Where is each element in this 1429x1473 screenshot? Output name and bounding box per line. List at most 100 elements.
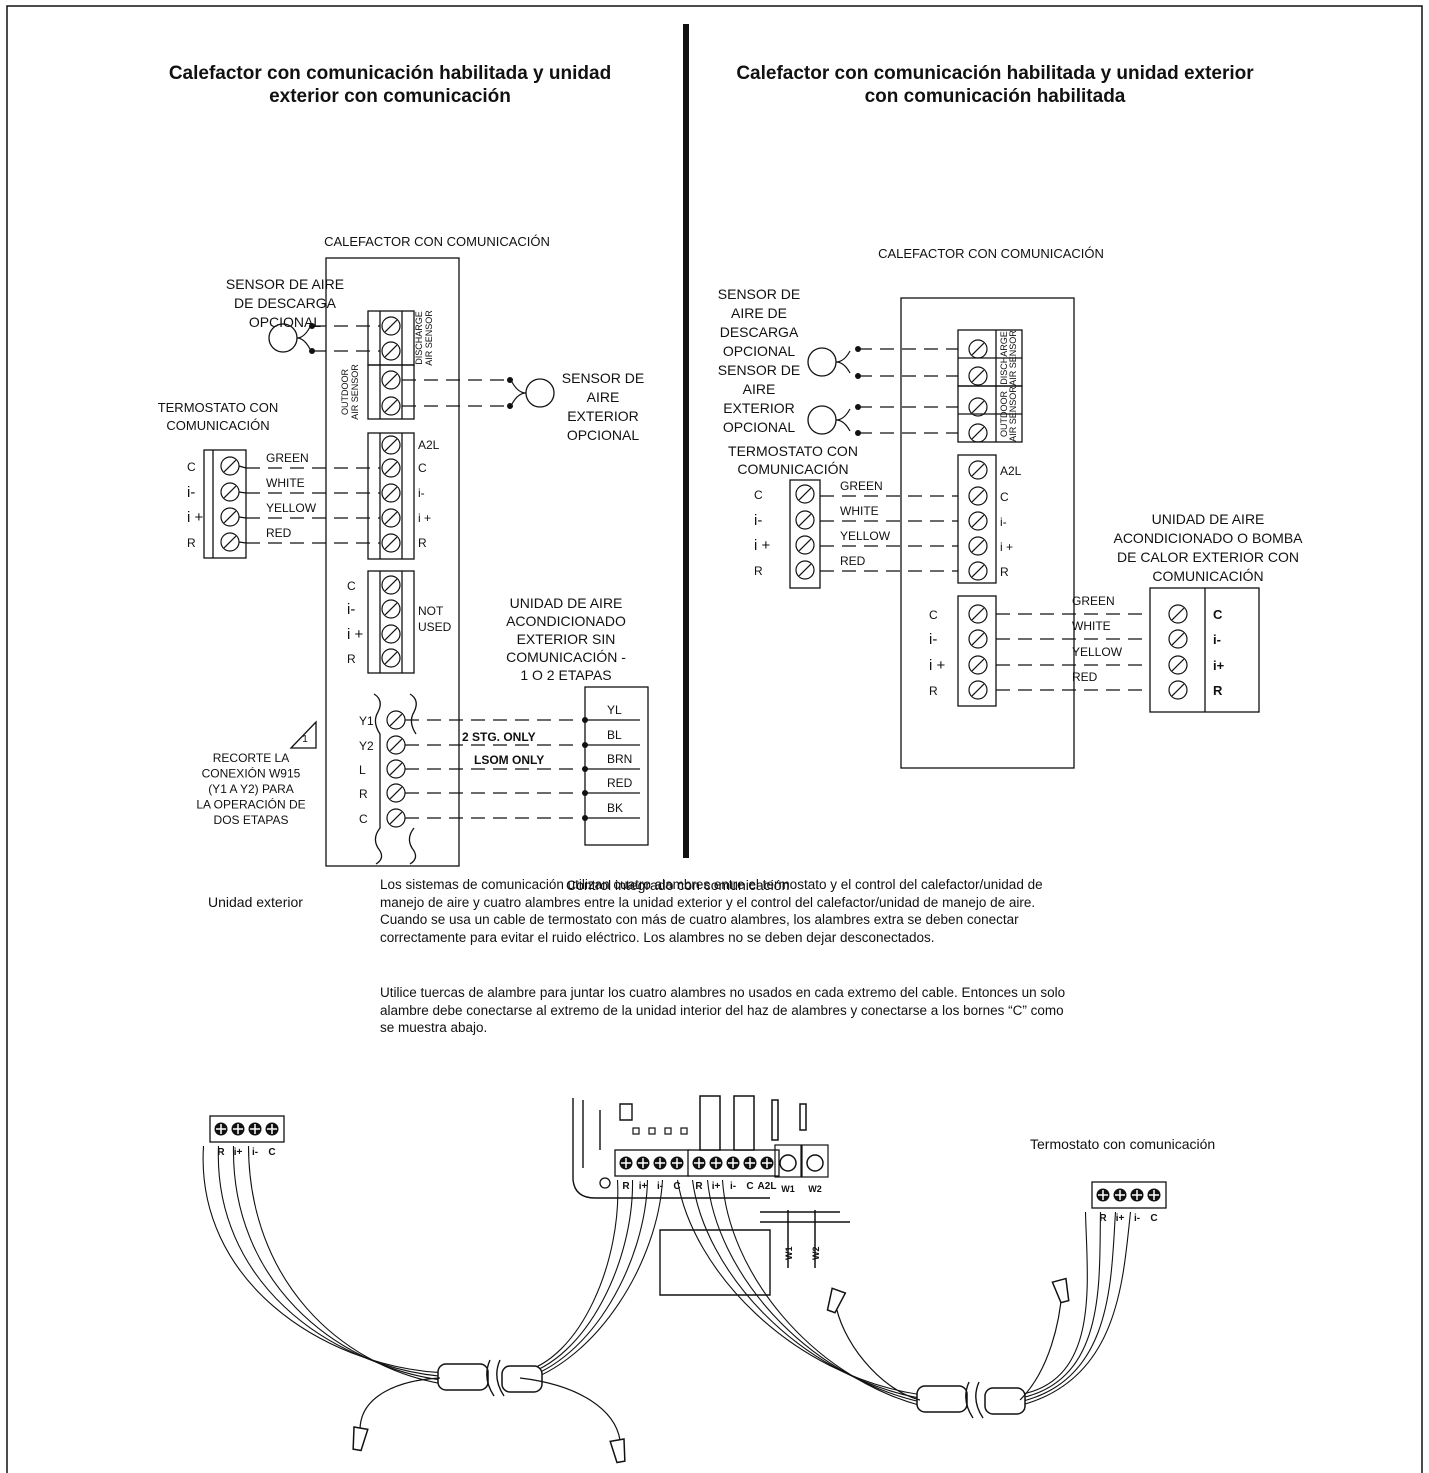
warning-number: 1 [302, 734, 308, 745]
discharge-block-label: DISCHARGE [414, 311, 424, 365]
control-plug1-label: i+ [639, 1181, 648, 1192]
control-plug2-label: R [695, 1181, 703, 1192]
right-thermostat-label: TERMOSTATO CON [728, 443, 858, 459]
left-outdoor-unit-label: ACONDICIONADO [506, 613, 626, 629]
left-jumper-note: CONEXIÓN W915 [202, 766, 301, 781]
terminal-screw [381, 533, 401, 553]
thermostat-harness-wire [1019, 1211, 1117, 1403]
terminal-screw [381, 370, 401, 390]
w-terminal-housing [774, 1144, 802, 1178]
terminal-screw [381, 316, 401, 336]
terminal-screw [968, 397, 988, 417]
control-plug2-label: A2L [758, 1181, 777, 1192]
terminal-screw-slot [1171, 632, 1185, 646]
terminal-screw-slot [971, 514, 985, 528]
terminal-screw-slot [1171, 683, 1185, 697]
control-board-outline [572, 1098, 850, 1296]
right-discharge-sensor-label: OPCIONAL [723, 343, 796, 359]
left-discharge-sensor-label: OPCIONAL [249, 314, 322, 330]
control-plug2-label: i- [730, 1181, 736, 1192]
left-low-terminal-label: L [359, 763, 366, 777]
sensor-lead [835, 350, 851, 432]
left-outdoor-unit-label: 1 O 2 ETAPAS [520, 667, 611, 683]
terminal-screw [1168, 680, 1188, 700]
terminal-screw [381, 575, 401, 595]
thermostat-plug-label: C [1150, 1213, 1157, 1224]
right-diagram-title: Calefactor con comunicación habilitada y… [736, 63, 1254, 107]
control-plug1-label: C [673, 1181, 680, 1192]
thermostat-plug-label: R [1099, 1213, 1107, 1224]
terminal-screw [968, 536, 988, 556]
right-furnace-terminal-label: A2L [1000, 464, 1022, 478]
terminal-screw-slot [384, 438, 398, 452]
left-lsom-note: LSOM ONLY [474, 753, 544, 767]
left-low-terminal-label: Y2 [359, 739, 374, 753]
terminal-screw [381, 458, 401, 478]
left-unused-terminal-label: i- [347, 601, 355, 618]
terminal-screw-slot [223, 459, 237, 473]
terminal-screw [968, 680, 988, 700]
left-jumper-note: (Y1 A Y2) PARA [208, 782, 294, 796]
w-terminal-screw [806, 1154, 824, 1172]
wire-node [855, 346, 861, 352]
left-unit-wire-label: RED [607, 776, 633, 790]
terminal-screw-slot [384, 536, 398, 550]
right-tstat-terminal-label: C [754, 488, 763, 502]
right-lower-terminal-label: R [929, 684, 938, 698]
thermostat-plug-label: i- [1134, 1213, 1140, 1224]
left-furnace-label: CALEFACTOR CON COMUNICACIÓN [324, 234, 550, 249]
left-low-terminal-label: C [359, 812, 368, 826]
right-tstat-terminal-label: R [754, 564, 763, 578]
terminal-screw-slot [1171, 658, 1185, 672]
control-plug2-label: i+ [712, 1181, 721, 1192]
right-wire-color-label: GREEN [840, 479, 883, 493]
terminal-screw-slot [384, 511, 398, 525]
w-wires [787, 1210, 816, 1268]
terminal-screw-slot [223, 510, 237, 524]
left-low-terminal-label: R [359, 787, 368, 801]
left-jumper-note: LA OPERACIÓN DE [196, 797, 305, 812]
terminal-screw [968, 339, 988, 359]
left-thermostat-block [203, 449, 247, 559]
left-outdoor-unit-label: EXTERIOR SIN [517, 631, 616, 647]
control-harness-right-wire [706, 1179, 921, 1403]
terminal-screw [381, 508, 401, 528]
cable-break-mark [486, 1359, 984, 1419]
terminal-screw-slot [384, 461, 398, 475]
left-unit-wire-label: BK [607, 801, 623, 815]
outdoor-block-label: AIR SENSOR [350, 364, 360, 420]
terminal-screw [1168, 655, 1188, 675]
right-outdoor-wire-label: YELLOW [1072, 645, 1123, 659]
right-outdoor-unit-terminal-label: i- [1213, 632, 1221, 647]
paragraph-wiring-note: Los sistemas de comunicación utilizan cu… [380, 877, 1043, 945]
left-unit-wire-label: BL [607, 728, 622, 742]
terminal-screw-slot [971, 369, 985, 383]
wire-nut [352, 1426, 369, 1452]
wire-node [309, 348, 315, 354]
caption-integrated-control: Control integrado con comunicación [566, 877, 790, 893]
wire-node [507, 377, 513, 383]
terminal-screw [381, 396, 401, 416]
terminal-screw-slot [798, 513, 812, 527]
control-mount-hole [599, 1177, 611, 1189]
page-border [6, 5, 1423, 1473]
terminal-screw-slot [389, 762, 403, 776]
left-outdoor-sensor-label: OPCIONAL [567, 427, 640, 443]
terminal-screw-slot [384, 486, 398, 500]
spare-wire [359, 1289, 1063, 1441]
right-wire-color-label: WHITE [840, 504, 879, 518]
outdoor-harness-wire [217, 1145, 441, 1377]
left-outdoor-sensor-label: EXTERIOR [567, 408, 639, 424]
discharge-block-label: AIR SENSOR [424, 310, 434, 366]
left-outdoor-sensor-label: AIRE [587, 389, 620, 405]
right-thermostat-label: COMUNICACIÓN [737, 461, 848, 477]
right-outdoor-block-label: AIR SENSOR [1008, 386, 1018, 442]
wire-node [309, 323, 315, 329]
right-furnace-terminal-label: i- [1000, 515, 1007, 529]
left-tstat-terminal-label: C [187, 460, 196, 474]
wire-node [507, 403, 513, 409]
terminal-screw-slot [384, 399, 398, 413]
left-furnace-terminal-label: R [418, 536, 427, 550]
right-furnace-label: CALEFACTOR CON COMUNICACIÓN [878, 246, 1104, 261]
control-pin [632, 1127, 640, 1135]
